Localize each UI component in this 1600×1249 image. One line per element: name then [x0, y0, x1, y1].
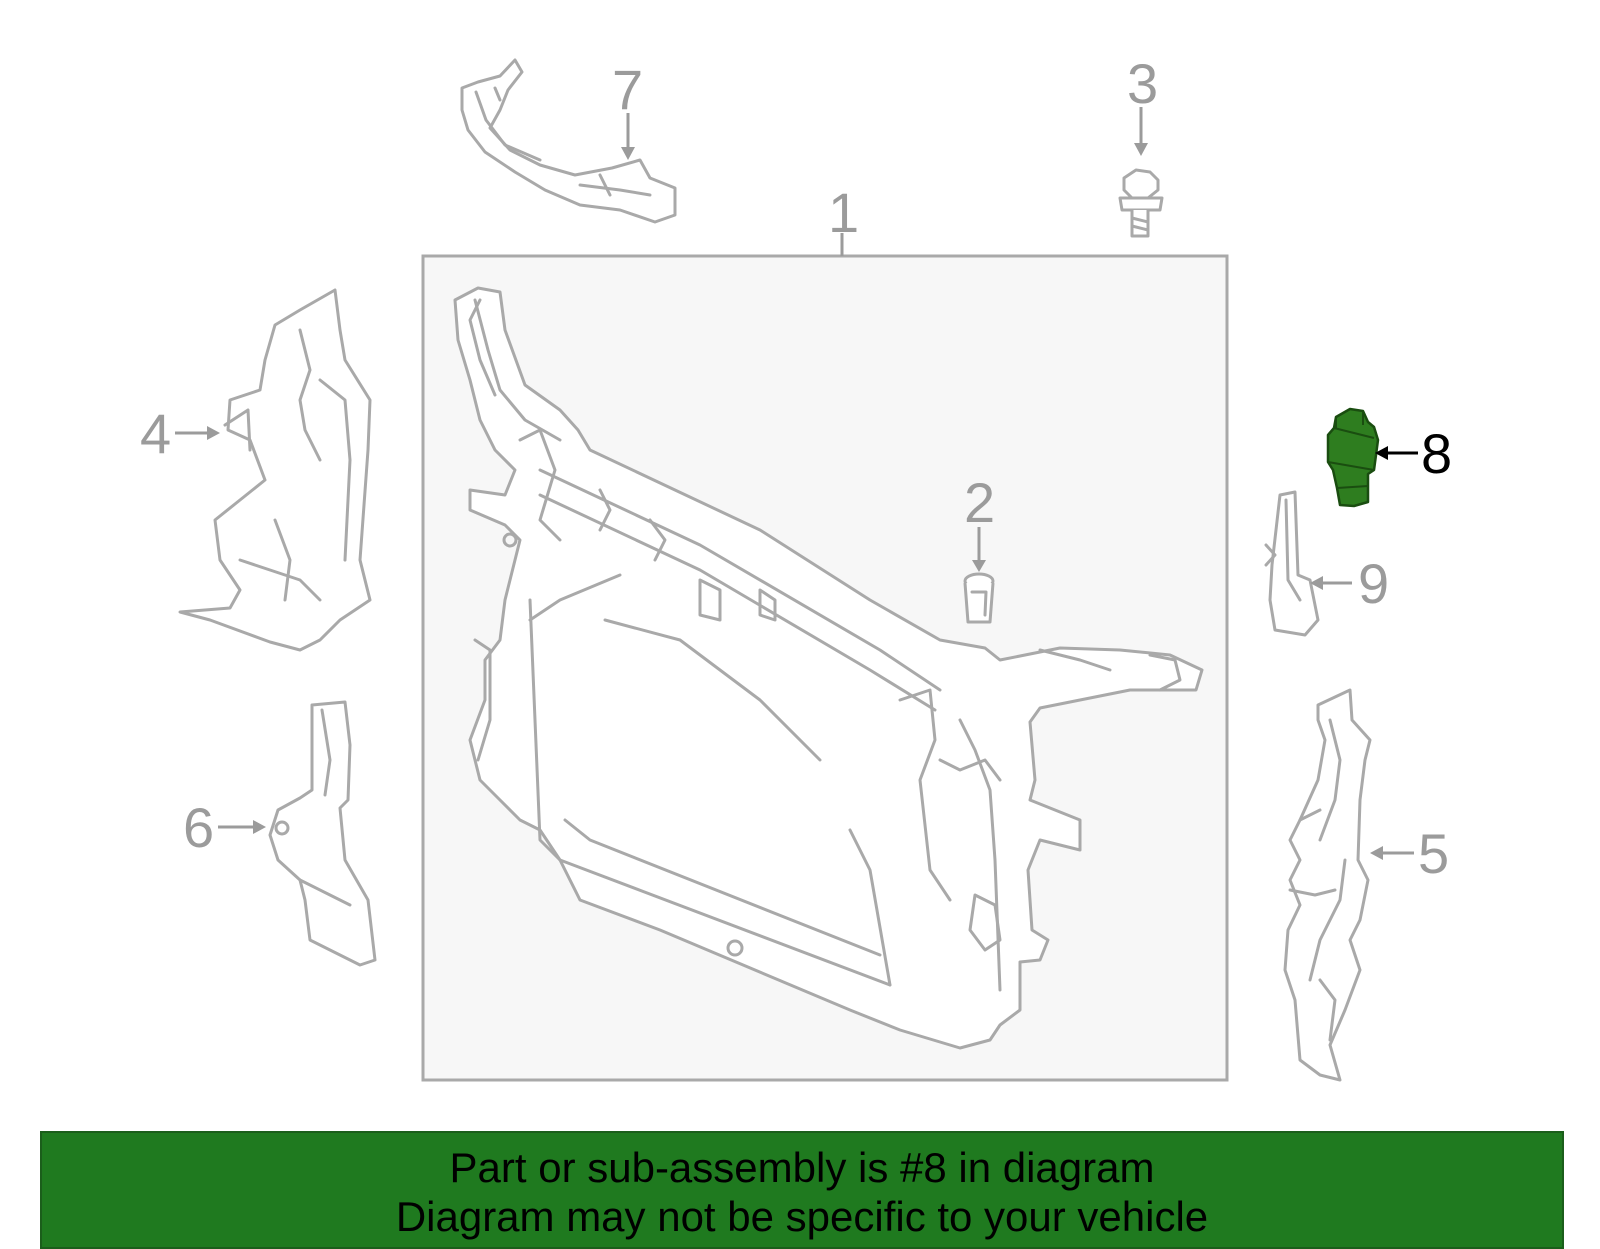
callout-5: 5 [1418, 822, 1449, 885]
callout-9: 9 [1358, 552, 1389, 615]
callout-7: 7 [612, 58, 643, 121]
part-6-deflector [268, 700, 377, 967]
part-5-deflector [1283, 688, 1372, 1082]
callout-6: 6 [183, 796, 214, 859]
part-2-grommet [963, 572, 995, 624]
part-3-bolt [1118, 168, 1164, 238]
part-7-bracket [460, 58, 677, 224]
banner-line-1: Part or sub-assembly is #8 in diagram [449, 1144, 1155, 1191]
callout-4: 4 [140, 402, 171, 465]
callout-3-arrowhead [1134, 143, 1148, 156]
callout-9-arrowhead [1310, 576, 1323, 590]
callout-8: 8 [1421, 422, 1452, 485]
callout-6-arrowhead [253, 820, 266, 834]
callout-3: 3 [1127, 52, 1158, 115]
callout-5-arrowhead [1370, 846, 1383, 860]
part-9-bracket [1264, 490, 1320, 637]
radiator-support [453, 286, 1204, 1050]
callout-1: 1 [828, 181, 859, 244]
callout-7-arrowhead [621, 147, 635, 160]
callout-2: 2 [964, 471, 995, 534]
callout-2-arrowhead [972, 560, 986, 572]
callout-4-arrowhead [207, 426, 220, 440]
part-4-deflector [178, 288, 372, 652]
banner-line-2: Diagram may not be specific to your vehi… [395, 1193, 1209, 1240]
parts-diagram: 1 2 [140, 52, 1452, 1082]
callout-8-arrowhead [1375, 446, 1388, 460]
notice-banner: Part or sub-assembly is #8 in diagram Di… [40, 1131, 1564, 1249]
part-8-clip [1326, 407, 1380, 508]
